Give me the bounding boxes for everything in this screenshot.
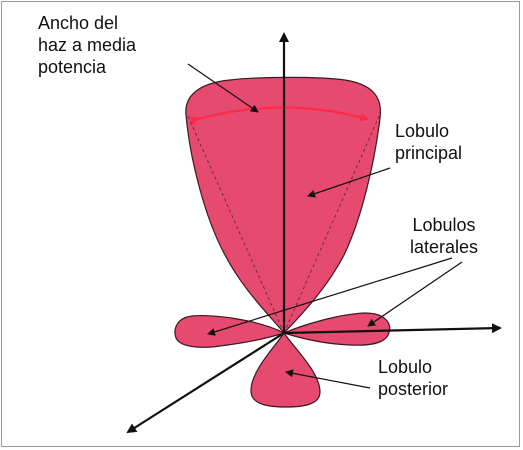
half-power-line-right: [283, 113, 381, 334]
back-lobe-label-line-1: Lobulo: [378, 357, 433, 377]
beamwidth-label-line-3: potencia: [38, 57, 107, 77]
beamwidth-label-line-2: haz a media: [38, 35, 137, 55]
back-lobe: [250, 331, 321, 408]
side-lobe-leader-left: [207, 257, 453, 336]
x-axis: [283, 323, 502, 335]
right-side-lobe: [282, 312, 391, 346]
side-lobes-label-line-1: Lobulos: [412, 215, 476, 235]
side-lobes-label: Lobulos laterales: [410, 214, 478, 258]
half-power-line-left: [186, 113, 285, 334]
beamwidth-label: Ancho del haz a media potencia: [38, 12, 136, 78]
beamwidth-arc: [190, 106, 369, 126]
main-lobe-label: Lobulo principal: [395, 120, 462, 164]
side-lobe-leader-right: [367, 261, 463, 327]
main-lobe-label-line-2: principal: [395, 143, 463, 163]
back-lobe-label-line-2: posterior: [378, 379, 449, 399]
back-lobe-label: Lobulo posterior: [378, 356, 448, 400]
back-lobe-leader: [285, 369, 371, 389]
left-side-lobe: [174, 315, 286, 348]
beamwidth-label-line-1: Ancho del: [38, 13, 119, 33]
main-lobe-leader: [307, 167, 391, 198]
beamwidth-leader: [187, 63, 259, 113]
y-axis: [126, 332, 285, 434]
main-lobe-label-line-1: Lobulo: [395, 121, 450, 141]
side-lobes-label-line-2: laterales: [410, 237, 479, 257]
